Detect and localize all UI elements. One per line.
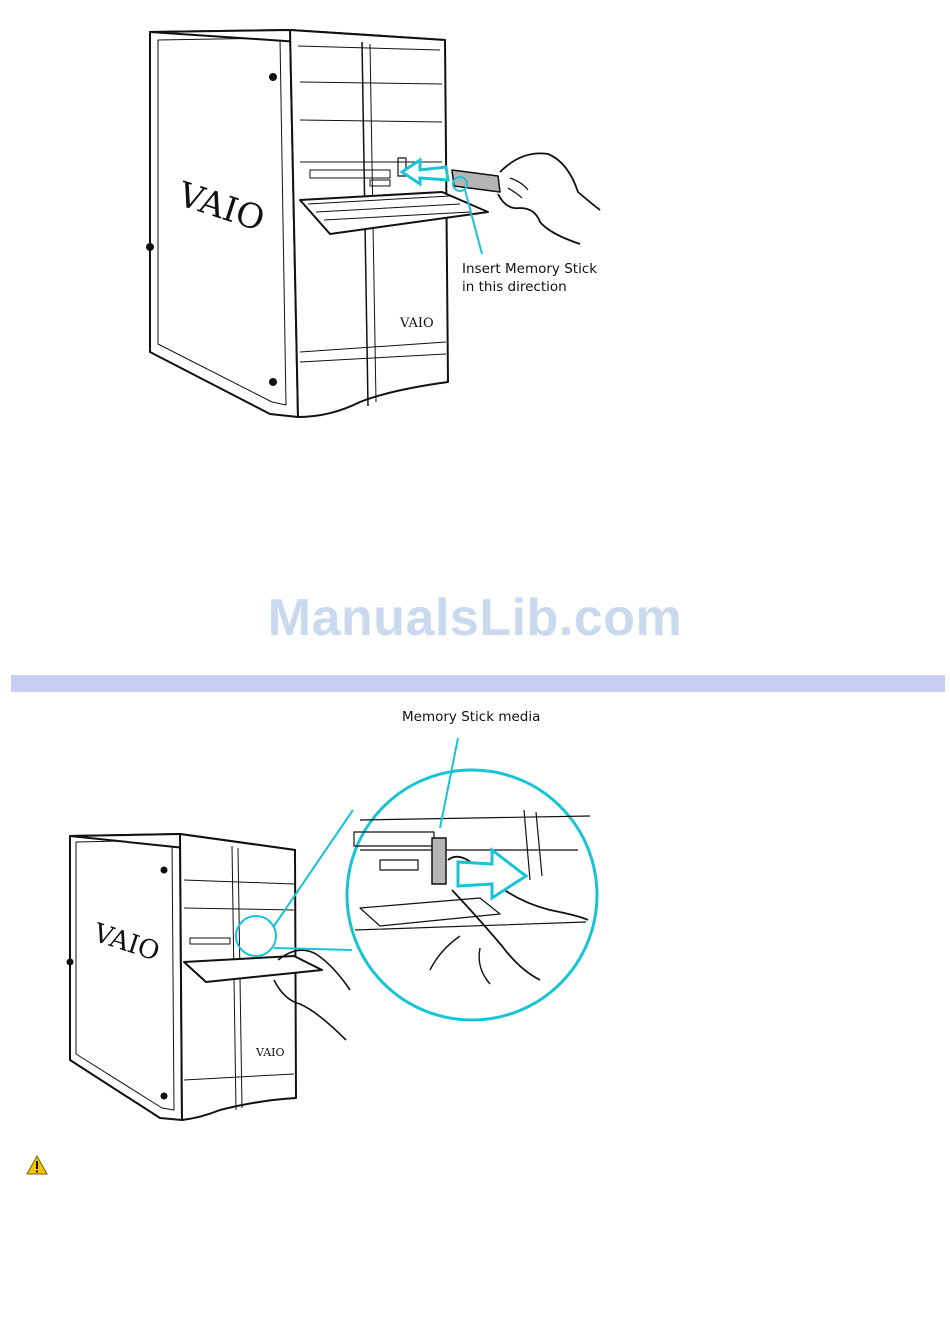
- warning-icon: [26, 1155, 48, 1175]
- pc-insert-memory-stick-illustration: VAIO VAIO: [130, 22, 630, 432]
- vaio-front-logo-bottom: VAIO: [255, 1046, 285, 1059]
- vaio-front-logo: VAIO: [399, 316, 434, 331]
- insert-direction-callout: Insert Memory Stick in this direction: [462, 260, 597, 296]
- pc-memory-stick-closeup-illustration: VAIO VAIO: [60, 700, 620, 1130]
- section-divider-bar: [11, 675, 945, 692]
- watermark: ManualsLib.com: [0, 588, 950, 648]
